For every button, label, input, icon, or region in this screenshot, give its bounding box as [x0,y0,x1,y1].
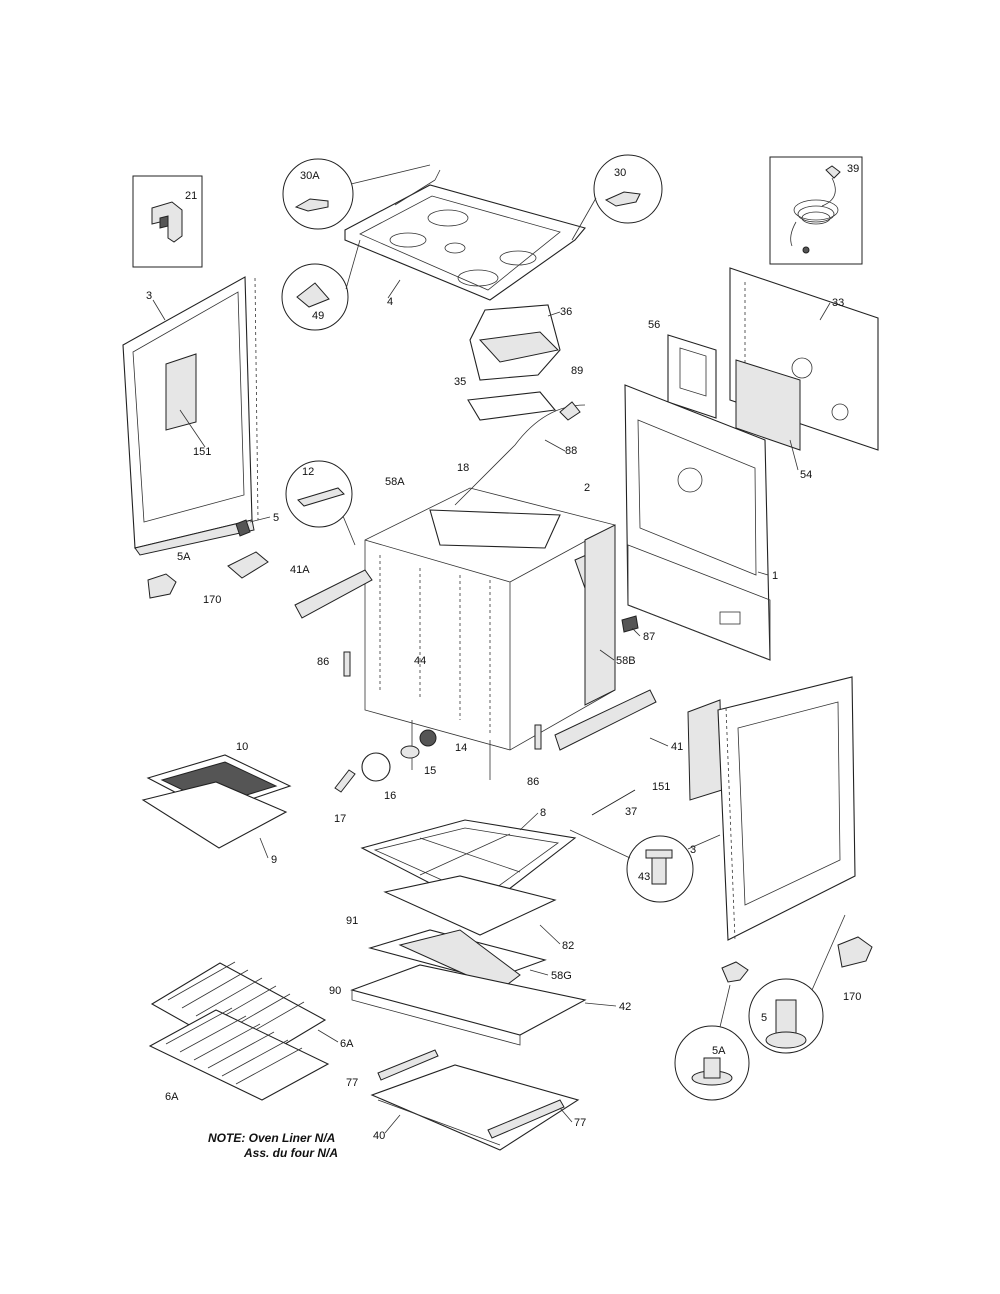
label-18: 18 [457,462,469,474]
label-33: 33 [832,297,844,309]
bracket-part-56 [667,334,717,419]
burner-box-part-36 [467,304,561,421]
label-8: 8 [540,807,546,819]
hinge-part-170-left [227,551,269,579]
label-30A: 30A [300,170,320,182]
label-5A-left: 5A [177,551,191,563]
label-170-left: 170 [203,594,221,606]
label-56: 56 [648,319,660,331]
levelling-leg-part-5A-left [147,573,177,599]
label-39: 39 [847,163,859,175]
callout-circle-30A [282,158,431,230]
broil-pan-part-9 [141,781,288,849]
cooktop-part-4 [344,169,586,301]
label-40: 40 [373,1130,385,1142]
label-86-lower: 86 [527,776,539,788]
label-5-left: 5 [273,512,279,524]
label-91: 91 [346,915,358,927]
callout-circle-12 [285,460,356,546]
part-82 [383,875,557,936]
label-87: 87 [643,631,655,643]
callout-circle-5 [748,914,846,1054]
hinge-part-170-right [837,936,873,968]
bracket-part-151-right [687,699,723,801]
label-77-right: 77 [574,1117,586,1129]
levelling-leg-part-5-left [235,519,251,537]
rear-panel-part-1 [624,384,771,661]
label-6A-lower: 6A [165,1091,179,1103]
label-41: 41 [671,741,683,753]
callout-circle-43 [569,829,694,903]
label-36: 36 [560,306,572,318]
label-170-right: 170 [843,991,861,1003]
drawer-rail-part-77 [377,1049,565,1139]
label-14: 14 [455,742,467,754]
label-49: 49 [312,310,324,322]
label-30: 30 [614,167,626,179]
label-42: 42 [619,1001,631,1013]
label-151-left: 151 [193,446,211,458]
callout-circle-5A [674,984,750,1101]
part-number-labels: 21 30A 30 39 49 4 36 33 56 3 151 35 89 8… [146,163,861,1142]
label-1: 1 [772,570,778,582]
label-86-upper: 86 [317,656,329,668]
drawer-assembly-parts [350,929,587,1046]
note-line-2: Ass. du four N/A [243,1146,338,1160]
clip-part-86 [343,651,542,750]
oven-cabinet-part-58A [364,487,616,780]
label-leader-lines [152,279,831,1134]
part-37 [591,789,636,816]
label-58B: 58B [616,655,636,667]
label-3-left: 3 [146,290,152,302]
inset-box-part-21 [132,175,203,268]
door-right-part-3 [717,676,856,941]
label-90: 90 [329,985,341,997]
rail-part-41A [294,569,373,619]
oven-rack-part-6A-lower [148,1007,330,1101]
callout-circle-49 [281,239,361,331]
label-5-right: 5 [761,1012,767,1024]
label-89: 89 [571,365,583,377]
label-58G: 58G [551,970,572,982]
label-35: 35 [454,376,466,388]
label-151-right: 151 [652,781,670,793]
wire-harness [454,401,586,506]
oven-lamp-parts [334,729,437,793]
label-9: 9 [271,854,277,866]
label-15: 15 [424,765,436,777]
label-4: 4 [387,296,393,308]
label-21: 21 [185,190,197,202]
label-6A-upper: 6A [340,1038,354,1050]
inset-box-part-39 [769,156,863,265]
label-37: 37 [625,806,637,818]
levelling-leg-part-5A-right [721,961,749,983]
rail-part-41 [554,689,657,751]
label-54: 54 [800,469,812,481]
note-line-1: NOTE: Oven Liner N/A [208,1131,335,1145]
label-2: 2 [584,482,590,494]
cabinet-side-panel-part-58B [584,524,616,706]
callout-circle-30 [571,154,663,241]
label-88: 88 [565,445,577,457]
label-58A: 58A [385,476,405,488]
label-16: 16 [384,790,396,802]
storage-drawer-part-40 [370,1064,580,1151]
label-41A: 41A [290,564,310,576]
label-17: 17 [334,813,346,825]
diagram-note: NOTE: Oven Liner N/A Ass. du four N/A [208,1131,338,1160]
door-left-part-3 [122,276,259,556]
label-12: 12 [302,466,314,478]
bracket-part-54 [735,359,801,451]
part-87 [621,615,639,633]
label-44: 44 [414,655,426,667]
label-77-left: 77 [346,1077,358,1089]
label-5A-right: 5A [712,1045,726,1057]
label-43: 43 [638,871,650,883]
label-3-right: 3 [690,844,696,856]
label-82: 82 [562,940,574,952]
label-10: 10 [236,741,248,753]
